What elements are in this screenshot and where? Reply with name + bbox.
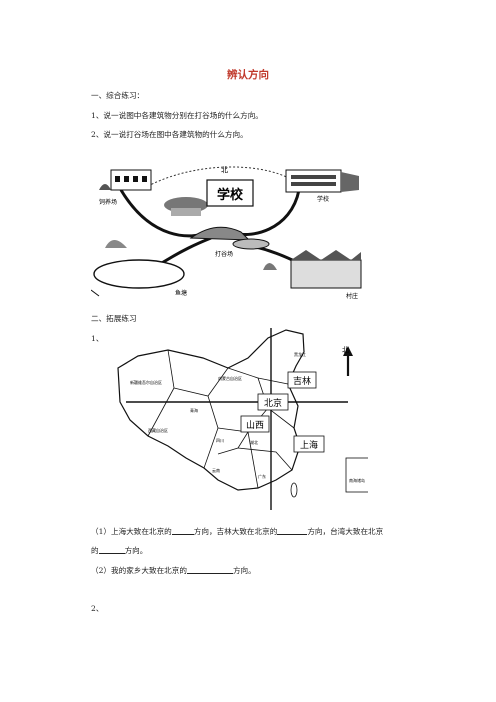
north-label: 北: [221, 166, 228, 174]
section2-heading: 二、拓展练习: [91, 314, 137, 323]
farm-label: 饲养场: [99, 198, 117, 206]
tree-cluster-icon: [164, 197, 208, 216]
answer-blank-jilin[interactable]: [277, 526, 308, 535]
fishpond-icon: [91, 240, 185, 297]
fishpond-label: 鱼塘: [175, 289, 187, 297]
south-sea-label: 南海诸岛: [349, 477, 365, 483]
threshing-label: 打谷场: [215, 250, 233, 258]
village-icon: [263, 250, 362, 289]
answer-blank-taiwan[interactable]: [98, 545, 125, 554]
section2-item2: 2、: [91, 604, 104, 613]
map-north-label: 北: [342, 346, 349, 354]
school-box-label: 学校: [217, 187, 244, 203]
tibet-label: 西藏自治区: [148, 427, 168, 433]
q1-text-part4: 的: [91, 546, 99, 555]
farm-building-icon: [99, 169, 152, 191]
threshing-ground-figure: 学校 北 饲养场 学校 打谷场 鱼塘 村庄: [91, 166, 362, 300]
section1-question1: 1、说一说图中各建筑物分别在打谷场的什么方向。: [91, 111, 263, 120]
south-sea-inset: [345, 457, 368, 493]
yunnan-label: 云南: [212, 467, 220, 473]
sichuan-label: 四川: [216, 438, 224, 443]
north-arrow-icon: [343, 346, 353, 376]
guangdong-label: 广东: [258, 473, 266, 479]
q2-text-part1: （2）我的家乡大致在北京的: [91, 566, 187, 575]
page-title: 辨认方向: [227, 69, 269, 81]
question1-line2: 的 方向。: [91, 545, 147, 556]
question2-line: （2）我的家乡大致在北京的 方向。: [91, 565, 256, 576]
school-label: 学校: [317, 195, 329, 203]
threshing-ground-icon: [189, 226, 270, 250]
beijing-label: 北京: [264, 397, 282, 409]
q1-text-part3: 方向，台湾大致在北京: [307, 527, 384, 536]
village-label: 村庄: [346, 292, 358, 300]
hubei-label: 湖北: [250, 439, 258, 445]
xinjiang-label: 新疆维吾尔自治区: [130, 379, 162, 385]
shanghai-label: 上海: [300, 439, 318, 451]
q1-text-part1: （1）上海大致在北京的: [91, 527, 172, 536]
shanxi-label: 山西: [246, 420, 264, 431]
answer-blank-shanghai[interactable]: [171, 526, 194, 535]
jilin-label: 吉林: [293, 375, 311, 387]
q1-text-part5: 方向。: [124, 546, 148, 555]
inner-mongolia-label: 内蒙古自治区: [218, 375, 242, 381]
section2-item1: 1、: [91, 334, 104, 343]
section1-question2: 2、说一说打谷场在图中各建筑物的什么方向。: [91, 130, 248, 139]
taiwan-shape: [290, 482, 298, 498]
q1-text-part2: 方向，吉林大致在北京的: [193, 527, 278, 536]
answer-blank-hometown[interactable]: [186, 565, 233, 574]
heilongjiang-label: 黑龙江: [294, 351, 306, 357]
section1-heading: 一、综合练习：: [91, 91, 145, 100]
qinghai-label: 青海: [190, 407, 198, 413]
question1-line1: （1）上海大致在北京的 方向，吉林大致在北京的 方向，台湾大致在北京: [91, 526, 383, 537]
china-map-figure: 吉林 北京 山西 上海 黑龙江 新疆维吾尔自治区 内蒙古自治区 青海 西藏自治区…: [117, 328, 368, 510]
q2-text-part2: 方向。: [232, 566, 256, 575]
school-building-icon: [285, 169, 359, 193]
